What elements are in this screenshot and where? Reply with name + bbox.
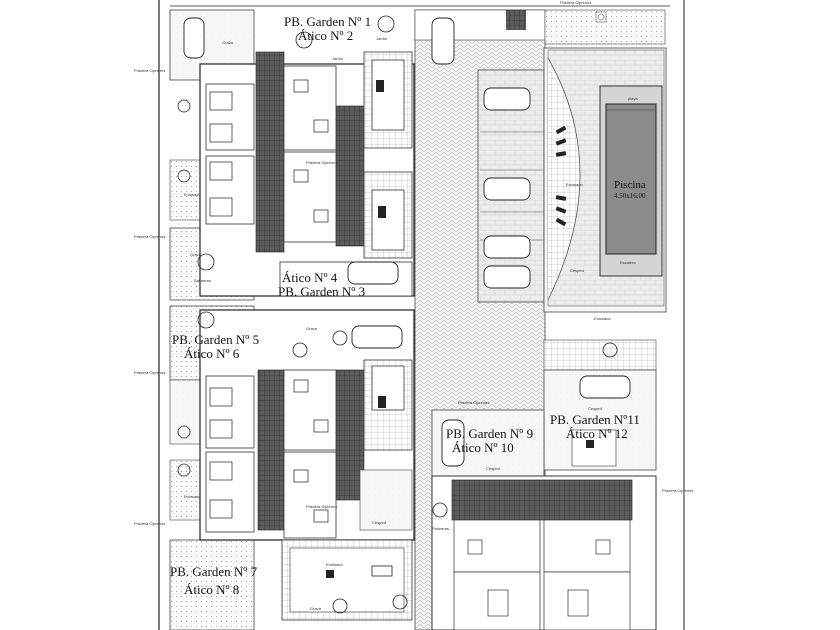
unit-6-line1: PB. Garden Nº11 <box>550 412 640 427</box>
car-bay-4 <box>483 265 531 289</box>
pool-title: Piscina <box>614 179 646 191</box>
jardin-label-2: Jardín <box>332 56 343 61</box>
pradera-label-3: Pradera Ciprenes <box>134 370 165 375</box>
pradera-label-right: Pradera Ciprenes <box>662 488 693 493</box>
unit-3-line2: Ático Nº 6 <box>184 346 240 361</box>
unit-4-line1: PB. Garden Nº 7 <box>170 564 258 579</box>
unit-labels: PB. Garden Nº 1 Ático Nº 2 Ático Nº 4 PB… <box>170 14 640 597</box>
cesped-label-lower: Cesped <box>372 520 386 525</box>
pool-water <box>605 103 657 255</box>
grava-label-4: Grava <box>310 606 322 611</box>
palmeras-label-2: Palmeras <box>432 526 449 531</box>
mid-enlosado-label: Enlosado <box>594 316 611 321</box>
pool-enlosado-label: Enlosado <box>566 182 583 187</box>
car-top-driveway <box>431 17 455 65</box>
car-upper-unit <box>347 261 399 285</box>
pradera-label-top: Pradera Ciprenes <box>560 0 591 5</box>
unit-4-line2: Ático Nº 8 <box>184 582 239 597</box>
pradera-label-2: Pradera Ciprenes <box>134 234 165 239</box>
pradera-label-mid: Pradera Ciprenes <box>458 400 489 405</box>
palm-plants <box>177 15 618 614</box>
pradera-label-upper: Pradera Ciprenes <box>306 160 337 165</box>
living-tables <box>293 79 329 523</box>
pradera-label-1: Pradera Ciprenes <box>134 68 165 73</box>
enlosado-label-left-1: Enlosado <box>184 192 201 197</box>
car-bay-3 <box>483 235 531 259</box>
unit-1-line2: Ático Nº 2 <box>298 28 353 43</box>
enlosado-label-left-2: Enlosado <box>184 494 201 499</box>
unit-5-line1: PB. Garden Nº 9 <box>446 426 533 441</box>
car-lower-unit <box>351 325 403 349</box>
pool-playa-label: playa <box>628 96 638 101</box>
jardin-label-1: Jardín <box>376 36 387 41</box>
car-bay-1 <box>483 87 531 111</box>
pradera-label-4: Pradera Ciprenes <box>134 521 165 526</box>
small-furniture <box>326 80 594 578</box>
side-labels: Pradera Ciprenes Pradera Ciprenes Prader… <box>134 0 693 611</box>
sun-loungers <box>555 125 567 227</box>
site-boundary <box>158 0 685 630</box>
pool-cesped-label: Cesped <box>570 268 584 273</box>
unit-2-line2: PB. Garden Nº 3 <box>278 284 365 299</box>
grava-label-2: Grava <box>190 252 202 257</box>
unit-2-line1: Ático Nº 4 <box>282 270 338 285</box>
pool-size: 4.50x16.00 <box>614 192 646 200</box>
unit-5-line2: Ático Nº 10 <box>452 440 514 455</box>
bottom-apartments <box>451 479 633 630</box>
unit-6-line2: Ático Nº 12 <box>566 426 628 441</box>
unit-1-line1: PB. Garden Nº 1 <box>284 14 371 29</box>
cesped-label-right: Cesped <box>588 406 602 411</box>
cesped-label-mid: Cesped <box>486 466 500 471</box>
pradera-label-lower: Pradera Ciprenes <box>306 504 337 509</box>
grava-label-3: Grava <box>306 326 318 331</box>
unit-3-line1: PB. Garden Nº 5 <box>172 332 259 347</box>
enlosado-label-bottom: Enlosado <box>326 562 343 567</box>
car-bay-2 <box>483 177 531 201</box>
pool-area: playa Piscina 4.50x16.00 Escalera <box>543 47 667 313</box>
car-top-left <box>183 17 205 59</box>
bedroom-beds <box>209 91 233 519</box>
cars <box>183 17 631 467</box>
grava-label-1: Grava <box>222 40 234 45</box>
pool-escalera-label: Escalera <box>620 260 636 265</box>
car-right-unit <box>579 375 631 399</box>
palmeras-label-1: Palmeras <box>194 278 211 283</box>
car-mid-driveway <box>441 419 465 467</box>
